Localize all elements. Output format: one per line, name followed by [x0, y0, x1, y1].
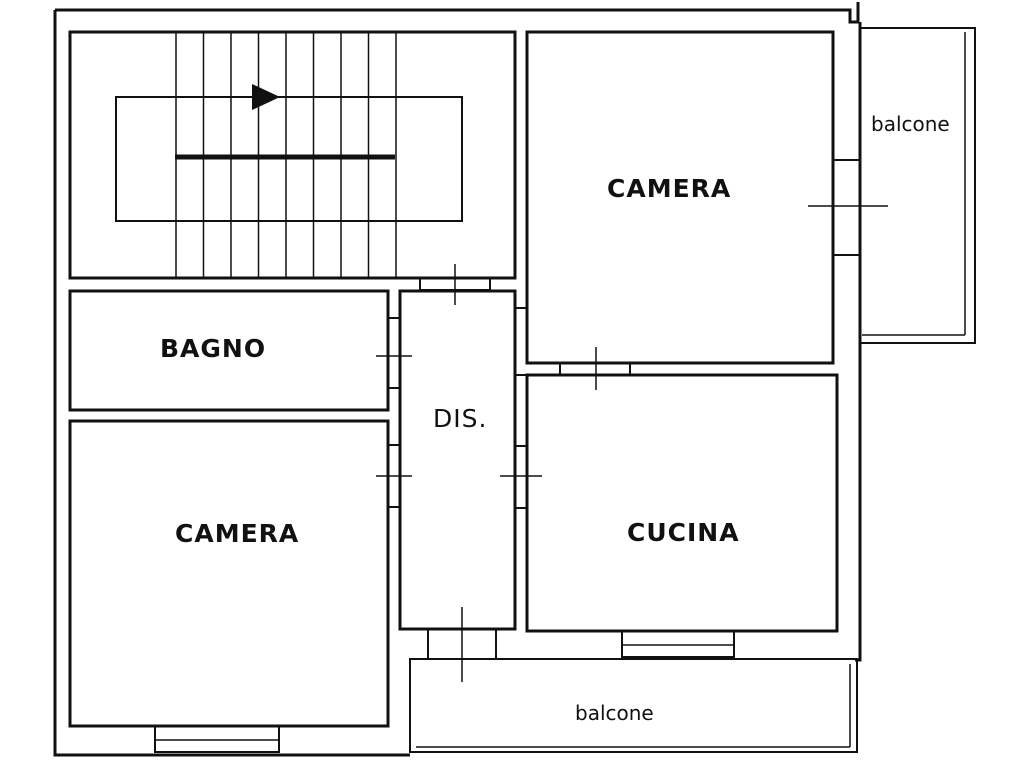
room-label-camera-bottom: CAMERA [175, 519, 299, 548]
room-camera-top: CAMERA [515, 30, 888, 390]
room-label-cucina: CUCINA [627, 518, 740, 547]
balcone-bottom: balcone [409, 658, 858, 753]
room-label-bagno: BAGNO [160, 334, 266, 363]
stair-arrow-icon [252, 84, 280, 110]
room-label-camera-top: CAMERA [607, 174, 731, 203]
room-label-balcone-right: balcone [871, 112, 950, 136]
stair-door [419, 264, 491, 305]
balcone-right: balcone [859, 27, 976, 344]
room-dis: DIS. [398, 289, 517, 682]
room-bagno: BAGNO [68, 289, 412, 412]
room-camera-bottom: CAMERA [68, 419, 412, 753]
room-label-balcone-bottom: balcone [575, 701, 654, 725]
room-label-dis: DIS. [433, 404, 487, 433]
room-cucina: CUCINA [500, 373, 839, 658]
stairwell [68, 30, 517, 280]
